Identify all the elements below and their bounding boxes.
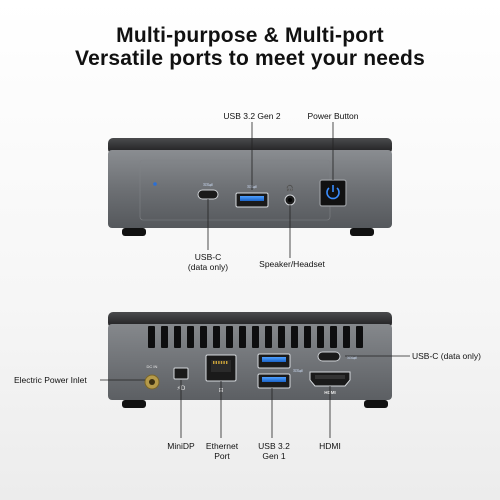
label-power-button: Power Button [307, 111, 359, 121]
back-usba-bottom-tongue [262, 377, 286, 382]
power-button [319, 179, 347, 207]
label-ethernet-line1: Ethernet [205, 441, 239, 451]
front-foot-right [350, 228, 374, 236]
front-foot-left [122, 228, 146, 236]
headset-jack-hole [288, 198, 292, 202]
label-ethernet-line2: Port [214, 451, 230, 461]
front-usba-tongue [240, 196, 264, 201]
back-device: DC IN ⚡D ⊞ SS⇌ SS⇌ HDMI [108, 312, 392, 408]
back-usba-top-tongue [262, 357, 286, 362]
headphone-icon: 🎧 [286, 184, 293, 192]
headline-line-1: Multi-purpose & Multi-port [116, 24, 384, 47]
label-hdmi: HDMI [319, 441, 341, 451]
front-panel [108, 150, 392, 228]
label-usbc-front-line1: USB-C [194, 252, 222, 262]
label-usb32-gen1-line1: USB 3.2 [258, 441, 290, 451]
label-usbc-back: USB-C (data only) [412, 351, 481, 361]
power-icon [326, 187, 340, 200]
headline-line-2: Versatile ports to meet your needs [75, 47, 425, 70]
hdmi-port-tongue [315, 375, 345, 379]
usb-ss-icon: SS⇌ [293, 368, 303, 373]
usb-ss-icon: SS⇌ [347, 355, 357, 360]
power-inlet-pin [149, 379, 155, 385]
label-usb32-gen1-line2: Gen 1 [262, 451, 286, 461]
usb-ss-icon: SS⇌ [203, 182, 213, 187]
vent-grille [148, 326, 363, 348]
front-device: SS⇌ SS⇌ 🎧 [108, 138, 392, 236]
label-usbc-front-line2: (data only) [187, 262, 229, 272]
callout-lines [100, 122, 410, 438]
back-usbc-port [317, 351, 341, 362]
front-usbc-port [197, 189, 219, 200]
label-speaker-headset: Speaker/Headset [259, 259, 325, 269]
minidp-port [173, 367, 189, 380]
label-power-inlet: Electric Power Inlet [14, 375, 87, 385]
label-minidp: MiniDP [167, 441, 195, 451]
back-foot-right [364, 400, 388, 408]
ethernet-contacts [213, 361, 228, 364]
label-usb32-gen2: USB 3.2 Gen 2 [223, 111, 281, 121]
back-foot-left [122, 400, 146, 408]
status-led [153, 182, 157, 186]
inlet-marking: DC IN [147, 364, 158, 369]
